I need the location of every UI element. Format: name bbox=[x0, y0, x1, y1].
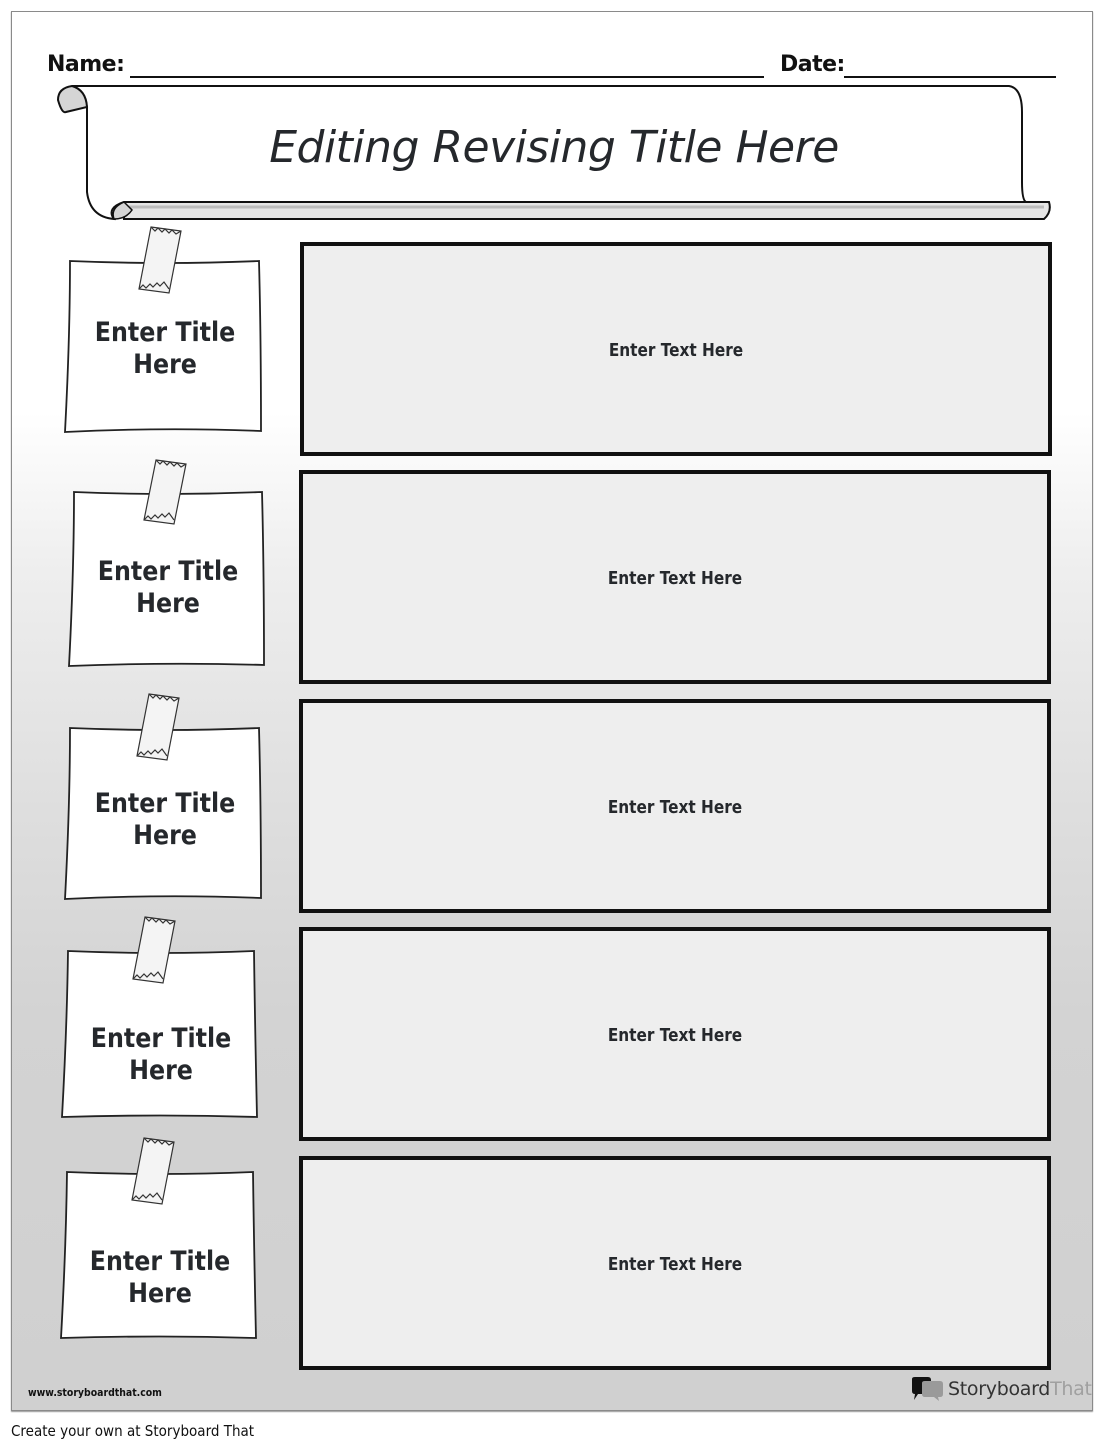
create-your-own-link[interactable]: Create your own at Storyboard That bbox=[11, 1422, 255, 1440]
date-label: Date: bbox=[780, 52, 845, 77]
note-title-line: Enter Title bbox=[94, 788, 236, 819]
note-title[interactable]: Enter Title Here bbox=[77, 788, 253, 852]
sticky-note-icon bbox=[64, 693, 262, 900]
speech-bubbles-icon bbox=[912, 1377, 943, 1401]
text-box-label: Enter Text Here bbox=[607, 568, 743, 589]
sticky-note-icon bbox=[61, 916, 258, 1118]
row-4: Enter Title Here Enter Text Here bbox=[12, 916, 1094, 1143]
title-scroll-banner[interactable]: Editing Revising Title Here bbox=[54, 82, 1054, 227]
text-box-label: Enter Text Here bbox=[607, 1025, 743, 1046]
sticky-note[interactable]: Enter Title Here bbox=[64, 226, 265, 447]
note-title[interactable]: Enter Title Here bbox=[72, 1246, 248, 1310]
text-box-label: Enter Text Here bbox=[607, 1254, 743, 1275]
row-3: Enter Title Here Enter Text Here bbox=[12, 693, 1094, 915]
row-5: Enter Title Here Enter Text Here bbox=[12, 1137, 1094, 1372]
note-title-line: Enter Title bbox=[94, 317, 236, 348]
note-title-line: Enter Title bbox=[90, 1023, 232, 1054]
sticky-note[interactable]: Enter Title Here bbox=[68, 459, 268, 680]
sticky-note[interactable]: Enter Title Here bbox=[64, 693, 265, 914]
sticky-note-icon bbox=[60, 1137, 257, 1339]
note-title-line: Enter Title bbox=[89, 1246, 231, 1277]
header-row: Name: Date: bbox=[47, 52, 1056, 82]
sticky-note[interactable]: Enter Title Here bbox=[60, 1137, 260, 1358]
text-box[interactable]: Enter Text Here bbox=[299, 1156, 1051, 1370]
text-box-label: Enter Text Here bbox=[607, 797, 743, 818]
note-title-line: Here bbox=[129, 1055, 193, 1086]
sticky-note-icon bbox=[68, 459, 265, 667]
scroll-icon bbox=[56, 84, 1051, 221]
sticky-note-icon bbox=[64, 226, 262, 433]
note-title[interactable]: Enter Title Here bbox=[77, 317, 253, 381]
brand-story: Storyboard bbox=[948, 1378, 1051, 1400]
brand-name: StoryboardThat bbox=[948, 1378, 1092, 1400]
text-box[interactable]: Enter Text Here bbox=[299, 927, 1051, 1141]
brand-that: That bbox=[1050, 1378, 1092, 1400]
date-field-line[interactable] bbox=[844, 76, 1056, 78]
worksheet: Name: Date: Editing Revising Title Here bbox=[11, 11, 1093, 1411]
text-box[interactable]: Enter Text Here bbox=[299, 470, 1051, 684]
note-title-line: Here bbox=[128, 1278, 192, 1309]
text-box[interactable]: Enter Text Here bbox=[300, 242, 1052, 456]
name-label: Name: bbox=[47, 52, 125, 77]
row-1: Enter Title Here Enter Text Here bbox=[12, 226, 1094, 457]
note-title[interactable]: Enter Title Here bbox=[73, 1023, 249, 1087]
note-title[interactable]: Enter Title Here bbox=[80, 556, 256, 620]
note-title-line: Enter Title bbox=[97, 556, 239, 587]
name-field-line[interactable] bbox=[130, 76, 764, 78]
sticky-note[interactable]: Enter Title Here bbox=[61, 916, 261, 1137]
note-title-line: Here bbox=[133, 820, 197, 851]
note-title-line: Here bbox=[136, 588, 200, 619]
storyboardthat-logo[interactable]: StoryboardThat bbox=[910, 1376, 1092, 1402]
row-2: Enter Title Here Enter Text Here bbox=[12, 459, 1094, 686]
text-box[interactable]: Enter Text Here bbox=[299, 699, 1051, 913]
footer-url[interactable]: www.storyboardthat.com bbox=[28, 1386, 162, 1399]
note-title-line: Here bbox=[133, 349, 197, 380]
text-box-label: Enter Text Here bbox=[608, 340, 744, 361]
worksheet-title[interactable]: Editing Revising Title Here bbox=[269, 122, 839, 173]
